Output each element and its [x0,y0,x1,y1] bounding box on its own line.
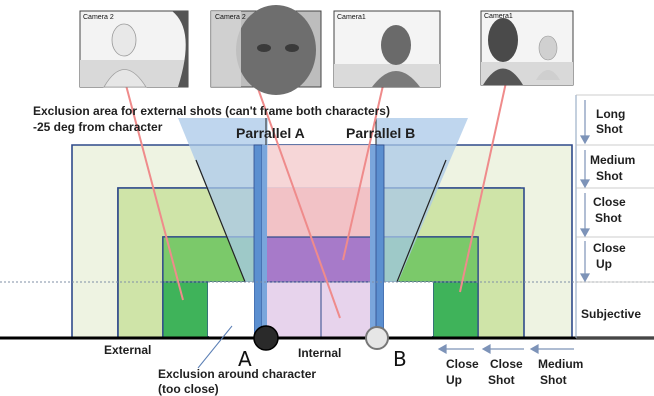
medium-shot-label-1: Medium [590,153,635,167]
long-shot-label-2: Shot [596,122,623,136]
camera-label-3: Camera1 [337,14,366,21]
bottom-medium-shot-1: Medium [538,357,583,371]
bottom-close-shot-1: Close [490,357,523,371]
character-a [253,325,279,351]
internal-area [265,145,377,339]
exclusion-around-b [384,282,433,336]
left-closeup-block [162,281,209,339]
exclusion-character-line2: (too close) [158,382,219,396]
subjective-label: Subjective [581,307,641,321]
bottom-close-up-1: Close [446,357,479,371]
camera-label-2: Camera 2 [215,14,246,21]
close-shot-label-1: Close [593,195,626,209]
close-up-label-2: Up [596,257,612,271]
exclusion-cone-b [376,118,468,334]
exclusion-character-line1: Exclusion around character [158,367,316,381]
close-shot-label-2: Shot [595,211,622,225]
bottom-close-up-2: Up [446,373,462,387]
exclusion-external-line2: -25 deg from character [33,120,163,134]
character-b [365,326,389,350]
internal-label: Internal [298,346,341,360]
camera-thumbnail-4: Camera1 [480,10,574,86]
medium-shot-label-2: Shot [596,169,623,183]
close-up-label-1: Close [593,241,626,255]
camera-label-4: Camera1 [484,13,513,20]
sight-lines [117,54,513,319]
bottom-medium-shot-2: Shot [540,373,567,387]
camera-thumbnail-1: Camera 2 [79,10,189,88]
parallel-a-label: Parrallel A [236,125,305,141]
character-b-label: B [393,347,407,371]
parallel-a-band [253,144,267,336]
character-a-label: A [238,347,252,371]
camera-thumbnail-3: Camera1 [333,10,441,88]
right-closeup-block [432,281,479,339]
bottom-scale-arrows [437,343,574,355]
exclusion-external-line1: Exclusion area for external shots (can't… [33,104,390,118]
right-scale [575,94,654,339]
external-label: External [104,343,151,357]
camera-label-1: Camera 2 [83,14,114,21]
parallel-b-label: Parrallel B [346,125,415,141]
internal-closeup-zone [265,236,377,283]
exclusion-pointer [197,325,233,369]
long-shot-label-1: Long [596,107,625,121]
bottom-close-shot-2: Shot [488,373,515,387]
parallel-b-band [370,144,385,336]
camera-thumbnail-2: Camera 2 [210,5,322,95]
